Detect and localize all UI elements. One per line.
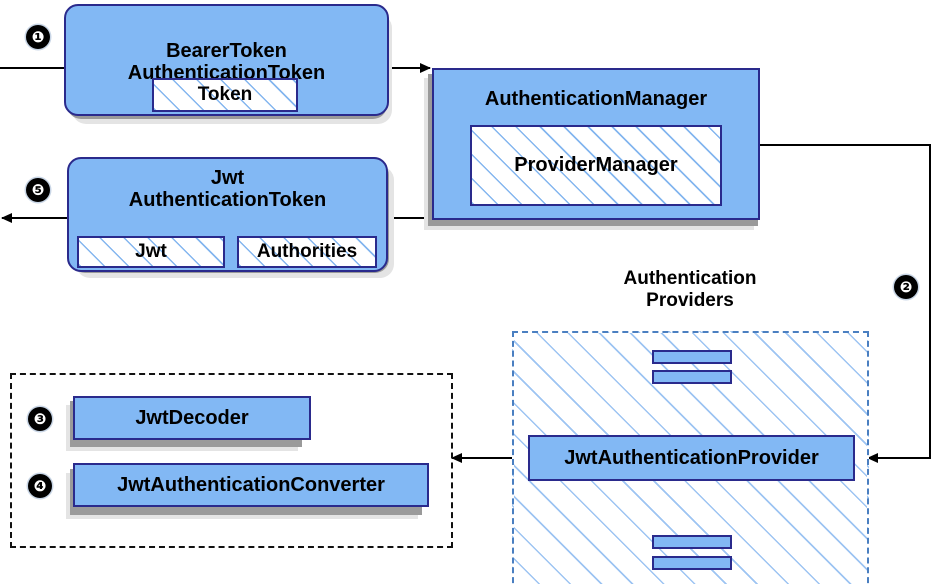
node-jwt-authentication-converter[interactable]: JwtAuthenticationConverter [73,463,429,507]
step-marker-4-label: ❹ [33,476,47,495]
provider-stub-bottom-2 [652,556,732,570]
step-marker-1-label: ❶ [31,27,45,46]
provider-stub-bottom-1 [652,535,732,549]
authentication-providers-label: Authentication Providers [560,268,820,312]
node-jwt-field[interactable]: Jwt [77,236,225,268]
provider-stub-top-1 [652,350,732,364]
node-provider-manager[interactable]: ProviderManager [470,125,722,206]
step-marker-1: ❶ [26,25,50,49]
authorities-field-label: Authorities [256,241,358,262]
step-marker-3-label: ❸ [33,409,47,428]
authentication-manager-title: AuthenticationManager [484,88,708,110]
provider-manager-label: ProviderManager [514,154,678,176]
step-marker-3: ❸ [28,407,52,431]
bearer-token-title-line1: BearerToken [166,39,287,62]
jwt-token-title: Jwt AuthenticationToken [129,167,326,212]
node-jwt-authentication-token[interactable]: Jwt AuthenticationToken [67,157,388,272]
node-token-field[interactable]: Token [152,78,298,112]
step-marker-2: ❷ [894,275,918,299]
node-jwt-decoder[interactable]: JwtDecoder [73,396,311,440]
jwt-authentication-converter-label: JwtAuthenticationConverter [117,473,385,496]
step-marker-2-label: ❷ [899,277,913,296]
jwt-decoder-label: JwtDecoder [135,406,249,429]
node-jwt-authentication-provider[interactable]: JwtAuthenticationProvider [528,435,855,481]
step-marker-5-label: ❺ [31,180,45,199]
step-marker-5: ❺ [26,178,50,202]
jwt-authentication-provider-label: JwtAuthenticationProvider [564,446,819,469]
provider-stub-top-2 [652,370,732,384]
step-marker-4: ❹ [28,474,52,498]
authentication-providers-label-line1: Authentication [623,268,757,289]
authentication-providers-label-line2: Providers [646,289,734,311]
jwt-field-label: Jwt [135,241,167,262]
node-authorities-field[interactable]: Authorities [237,236,377,268]
jwt-token-title-line2: AuthenticationToken [128,189,327,212]
token-field-label: Token [197,84,253,105]
jwt-token-title-line1: Jwt [210,167,245,189]
